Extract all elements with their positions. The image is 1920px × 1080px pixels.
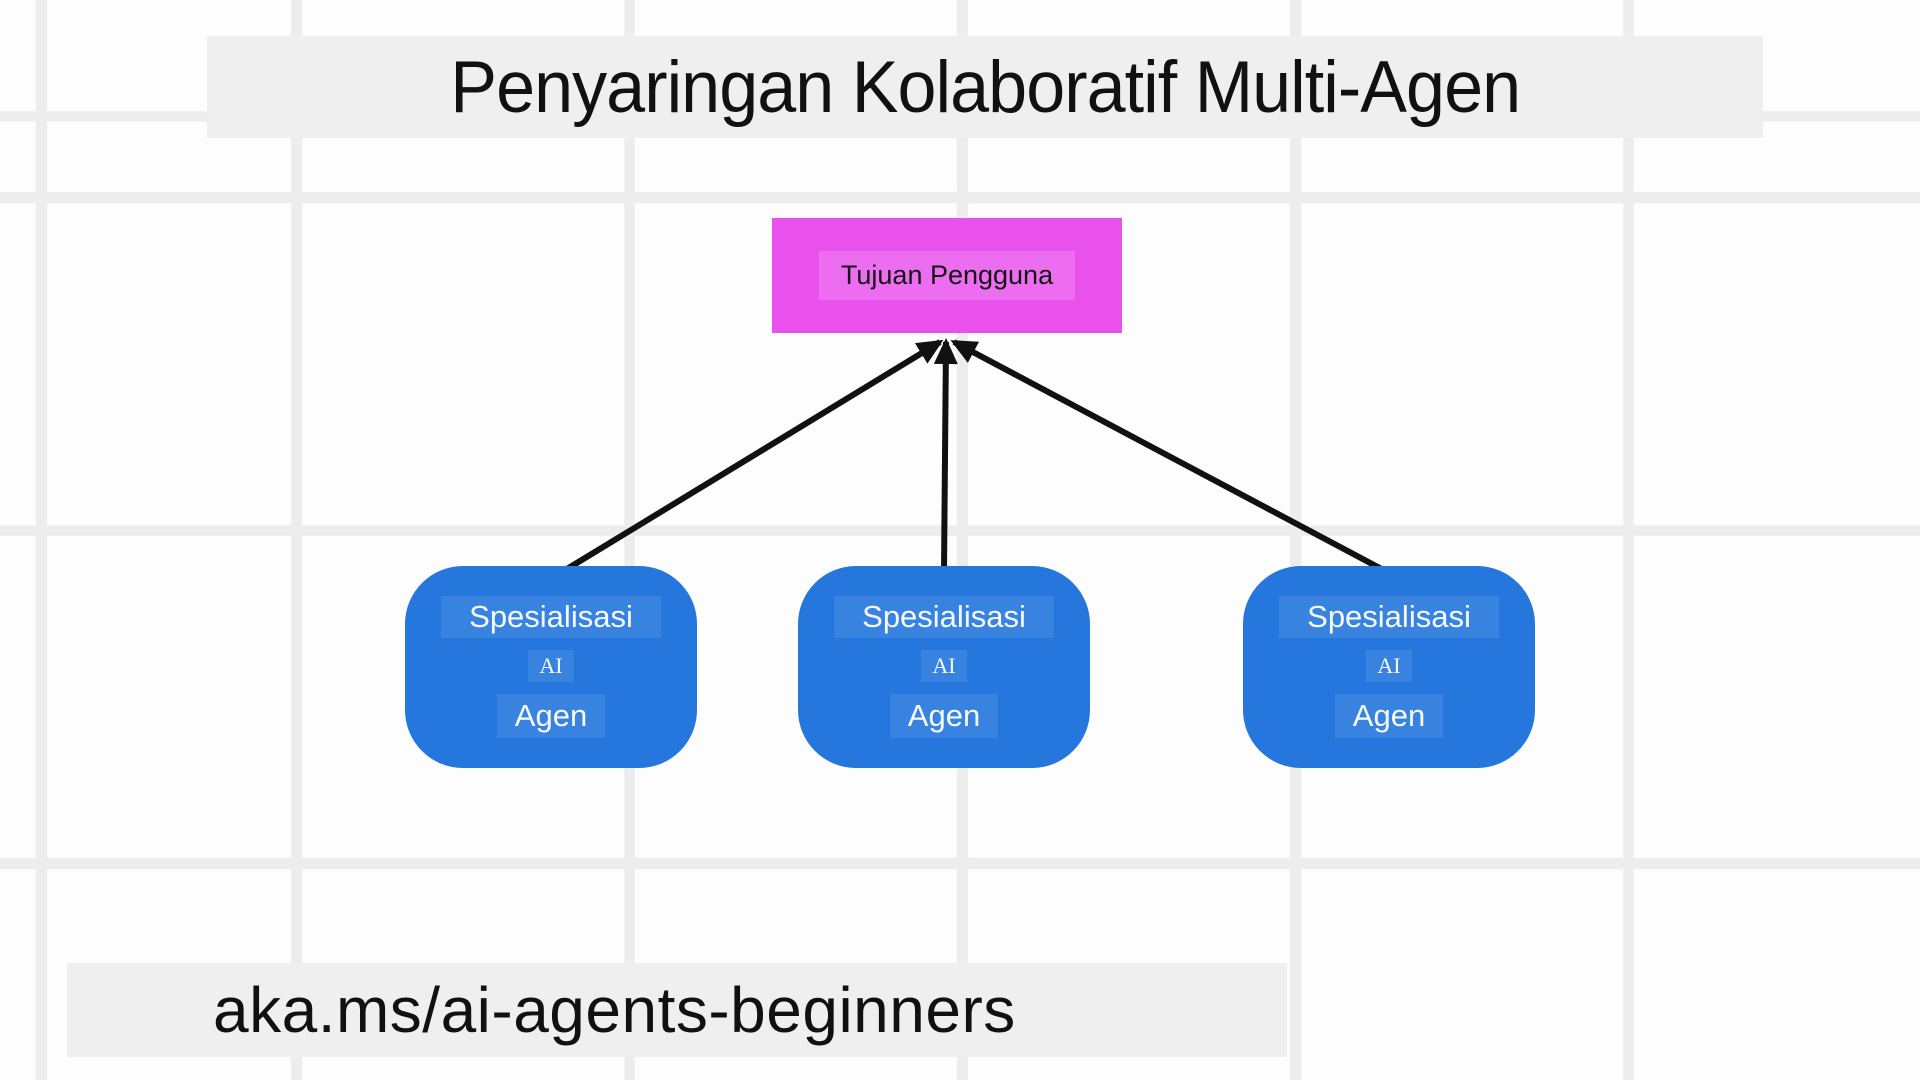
agent2-role-label: Spesialisasi	[834, 596, 1054, 638]
node-ai-agent-1: Spesialisasi AI Agen	[405, 566, 697, 768]
agent3-role-label: Spesialisasi	[1279, 596, 1499, 638]
agent1-role-label: Spesialisasi	[441, 596, 661, 638]
agent1-tech-label: AI	[528, 650, 574, 682]
node-user-goal: Tujuan Pengguna	[772, 218, 1122, 333]
title-banner: Penyaringan Kolaboratif Multi-Agen	[207, 36, 1763, 138]
agent2-tech-label: AI	[921, 650, 967, 682]
arrow-agent1-to-goal	[560, 339, 944, 575]
slide-title: Penyaringan Kolaboratif Multi-Agen	[450, 46, 1521, 128]
agent2-type-label: Agen	[889, 694, 999, 738]
footer-link: aka.ms/ai-agents-beginners	[213, 974, 1016, 1046]
node-ai-agent-3: Spesialisasi AI Agen	[1243, 566, 1535, 768]
node-user-goal-label: Tujuan Pengguna	[818, 251, 1076, 300]
agent3-tech-label: AI	[1366, 650, 1412, 682]
arrow-agent3-to-goal	[950, 339, 1393, 577]
node-ai-agent-2: Spesialisasi AI Agen	[798, 566, 1090, 768]
agent3-type-label: Agen	[1334, 694, 1444, 738]
footer-banner: aka.ms/ai-agents-beginners	[67, 963, 1287, 1057]
arrow-agent2-to-goal	[933, 338, 958, 573]
agent1-type-label: Agen	[496, 694, 606, 738]
